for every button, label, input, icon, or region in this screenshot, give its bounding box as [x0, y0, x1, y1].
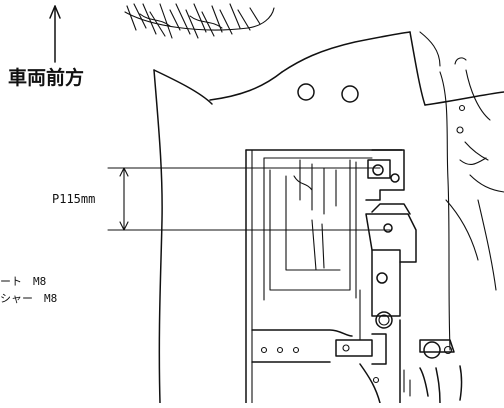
floor-panel-outline [153, 31, 504, 404]
forward-arrow-icon [49, 5, 61, 63]
bracket-upper [365, 149, 405, 201]
seat-upholstery [124, 3, 275, 39]
bolt-label: ート M8 [0, 275, 46, 288]
washer-label: シャー M8 [0, 292, 57, 305]
bracket-lower [365, 203, 417, 329]
pitch-label: P115mm [52, 192, 95, 206]
pitch-dimension [107, 167, 391, 231]
seat-rail-cavity [245, 149, 403, 404]
right-body-structure [439, 57, 504, 351]
bottom-rail [251, 319, 463, 404]
direction-label: 車両前方 [8, 66, 84, 89]
